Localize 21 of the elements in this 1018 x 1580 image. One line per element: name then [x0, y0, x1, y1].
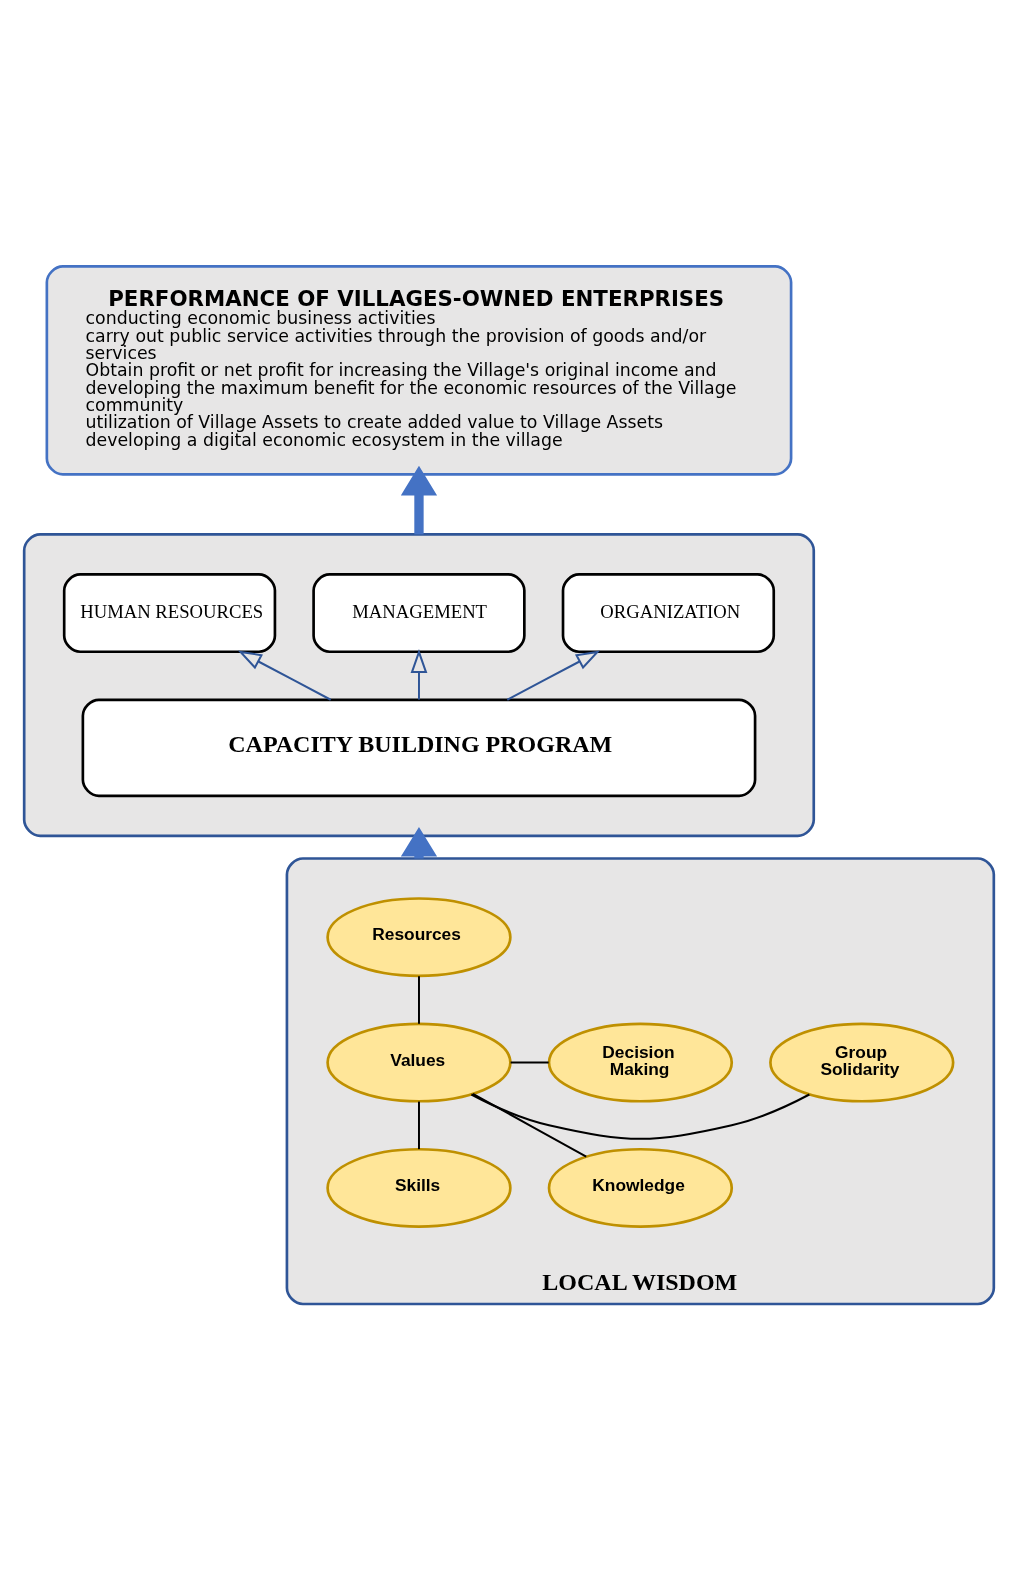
node-box: HUMAN RESOURCES	[62, 572, 277, 653]
arrow	[400, 465, 438, 534]
node-ellipse: Group Solidarity	[769, 1022, 955, 1103]
arrow	[237, 650, 332, 701]
node-ellipse: Resources	[326, 896, 512, 977]
arrow	[506, 650, 601, 701]
connector	[471, 1092, 588, 1158]
connector	[417, 1100, 420, 1150]
node-box: PERFORMANCE OF VILLAGES-OWNED ENTERPRISES conducting economic business activities carry out public service activities through the provision of goods and/or services Obtain profit or net profit for increasing the Village's original income and developing the maximum benefit for the economic resources of the Village community utilization of Village Assets to create added value to Village Assets developing a digital economic ecosystem in the village	[45, 264, 793, 476]
node-ellipse: Decision Making	[547, 1022, 734, 1103]
node-ellipse: Skills	[326, 1147, 512, 1228]
node-ellipse: Values	[326, 1022, 512, 1103]
arrow	[410, 648, 428, 701]
node-box: CAPACITY BUILDING PROGRAM	[81, 697, 757, 797]
node-ellipse: Knowledge	[547, 1147, 734, 1228]
connector	[417, 974, 420, 1025]
cluster	[22, 532, 816, 837]
node-box: MANAGEMENT	[312, 572, 526, 653]
connector	[470, 1093, 811, 1140]
node-box: ORGANIZATION	[561, 572, 776, 653]
connector	[509, 1061, 550, 1064]
